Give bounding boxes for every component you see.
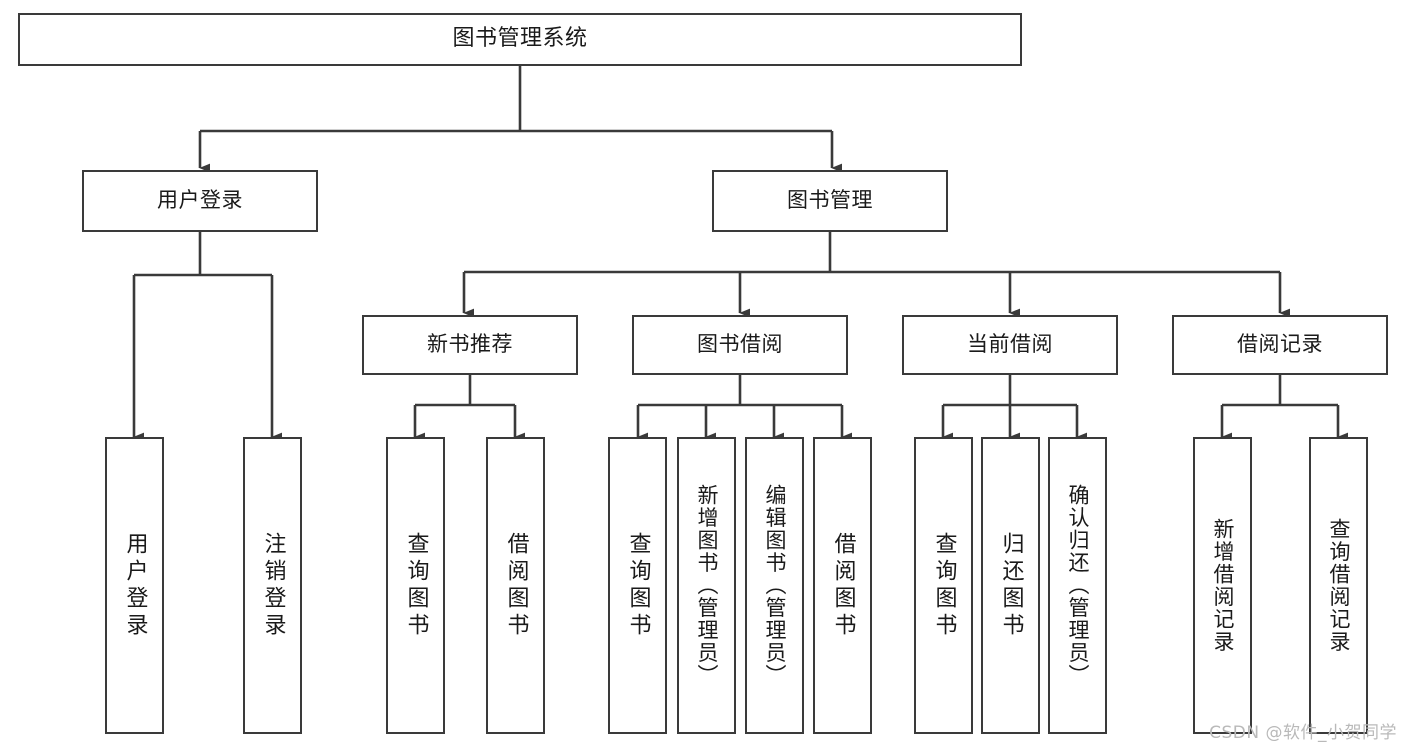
node-book-manage[interactable]: 图书管理 (712, 170, 948, 232)
node-leaf-borrow-book-2[interactable]: 借阅图书 (813, 437, 872, 734)
node-borrow-record-label: 借阅记录 (1237, 332, 1323, 357)
node-leaf-user-logout[interactable]: 注销登录 (243, 437, 302, 734)
node-leaf-return-book[interactable]: 归还图书 (981, 437, 1040, 734)
node-book-borrow[interactable]: 图书借阅 (632, 315, 848, 375)
node-current-borrow-label: 当前借阅 (967, 332, 1053, 357)
node-leaf-query-book-3-label: 查询图书 (931, 531, 957, 640)
node-root-label: 图书管理系统 (452, 26, 588, 52)
node-leaf-user-login[interactable]: 用户登录 (105, 437, 164, 734)
node-leaf-user-login-label: 用户登录 (122, 531, 148, 640)
node-leaf-add-record-label: 新增借阅记录 (1211, 518, 1235, 653)
node-leaf-confirm-return[interactable]: 确认归还（管理员） (1048, 437, 1107, 734)
node-root[interactable]: 图书管理系统 (18, 13, 1022, 66)
node-leaf-query-book-1-label: 查询图书 (403, 531, 429, 640)
node-leaf-query-record[interactable]: 查询借阅记录 (1309, 437, 1368, 734)
node-leaf-query-record-label: 查询借阅记录 (1327, 518, 1351, 653)
node-user-login-label: 用户登录 (157, 188, 243, 213)
node-user-login[interactable]: 用户登录 (82, 170, 318, 232)
node-leaf-borrow-book-1-label: 借阅图书 (503, 531, 529, 640)
node-book-borrow-label: 图书借阅 (697, 332, 783, 357)
node-leaf-confirm-return-label: 确认归还（管理员） (1066, 484, 1090, 687)
node-leaf-add-record[interactable]: 新增借阅记录 (1193, 437, 1252, 734)
node-leaf-borrow-book-2-label: 借阅图书 (830, 531, 856, 640)
node-leaf-add-book[interactable]: 新增图书（管理员） (677, 437, 736, 734)
node-leaf-query-book-2[interactable]: 查询图书 (608, 437, 667, 734)
node-leaf-query-book-2-label: 查询图书 (625, 531, 651, 640)
node-leaf-return-book-label: 归还图书 (998, 531, 1024, 640)
node-leaf-edit-book-label: 编辑图书（管理员） (763, 484, 787, 687)
node-leaf-query-book-1[interactable]: 查询图书 (386, 437, 445, 734)
node-leaf-user-logout-label: 注销登录 (260, 531, 286, 640)
node-leaf-edit-book[interactable]: 编辑图书（管理员） (745, 437, 804, 734)
node-current-borrow[interactable]: 当前借阅 (902, 315, 1118, 375)
node-book-manage-label: 图书管理 (787, 188, 873, 213)
node-leaf-add-book-label: 新增图书（管理员） (695, 484, 719, 687)
node-new-book-recommend[interactable]: 新书推荐 (362, 315, 578, 375)
node-leaf-query-book-3[interactable]: 查询图书 (914, 437, 973, 734)
node-leaf-borrow-book-1[interactable]: 借阅图书 (486, 437, 545, 734)
node-borrow-record[interactable]: 借阅记录 (1172, 315, 1388, 375)
node-new-book-recommend-label: 新书推荐 (427, 332, 513, 357)
